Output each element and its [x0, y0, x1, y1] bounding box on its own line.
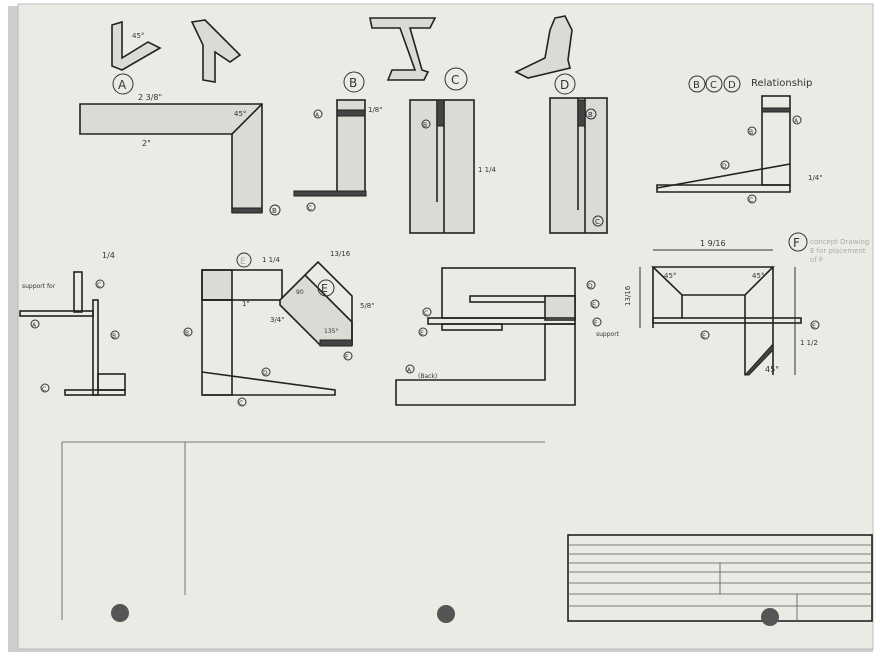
- callout: C: [424, 310, 428, 317]
- dim-text: 45°: [664, 272, 676, 280]
- callout: B: [588, 111, 593, 119]
- relationship-title: Relationship: [751, 78, 812, 89]
- view-label-e: E: [321, 282, 328, 295]
- callout: C: [308, 205, 312, 212]
- callout: B: [272, 207, 277, 215]
- callout: F: [594, 320, 598, 327]
- callout: E: [812, 323, 816, 330]
- view-label-c: C: [451, 73, 459, 87]
- dim-text: 3/4": [270, 316, 285, 324]
- punch-hole: [437, 605, 455, 623]
- view-bcd-relationship: B C D Relationship 1/4" A B D C: [656, 75, 823, 204]
- note-text: support for: [22, 283, 56, 290]
- callout: C: [97, 282, 101, 289]
- note-text: concept Drawing: [810, 238, 869, 246]
- callout: E: [420, 330, 424, 337]
- dim-text: 45°: [765, 365, 779, 374]
- dim-text: 45°: [132, 32, 144, 40]
- callout: E: [702, 333, 706, 340]
- note-text: E for placement: [810, 247, 866, 255]
- dim-text: 13/16: [624, 285, 632, 306]
- callout: C: [710, 80, 717, 91]
- callout: B: [185, 330, 189, 337]
- callout: C: [595, 218, 600, 226]
- callout: B: [693, 80, 700, 91]
- iso-sketch-c: [369, 17, 437, 81]
- dim-text: 135°: [324, 328, 338, 335]
- view-d: D B C: [549, 73, 608, 234]
- view-f: F concept Drawing E for placement of F 1…: [624, 232, 869, 376]
- callout: C: [749, 197, 753, 204]
- note-text: of F: [810, 256, 823, 264]
- drawing-frame: [61, 441, 545, 620]
- view-label-d: D: [560, 78, 569, 92]
- dim-text: 2 3/8": [138, 93, 162, 102]
- callout: C: [239, 400, 243, 407]
- callout: B: [112, 333, 116, 340]
- callout: E: [592, 302, 596, 309]
- dim-text: 90: [296, 289, 304, 296]
- dim-text: 1/8": [368, 106, 383, 114]
- callout: A: [794, 118, 799, 125]
- dim-text: 1 1/4: [478, 166, 496, 174]
- callout: D: [588, 283, 593, 290]
- iso-sketch-d: [514, 15, 573, 79]
- view-side: 1/4 support for A B C C: [19, 251, 126, 396]
- dim-text: 1 9/16: [700, 239, 726, 248]
- callout: C: [42, 386, 46, 393]
- view-top-l: 2 3/8" 2" 45° B: [79, 93, 281, 216]
- dim-text: 1/4": [808, 174, 823, 182]
- dim-text: 1 1/4: [262, 256, 280, 264]
- callout: F: [345, 354, 349, 361]
- callout: A: [407, 367, 412, 374]
- punch-hole: [761, 608, 779, 626]
- view-label-a: A: [118, 78, 127, 92]
- dim-text: 1": [242, 300, 250, 308]
- dim-text: 1 1/2: [800, 339, 818, 347]
- iso-sketch-a: A 45°: [111, 19, 242, 95]
- view-back: (Back) support A C E D E F: [395, 267, 620, 406]
- view-label-b: B: [349, 76, 357, 90]
- callout: A: [32, 322, 37, 329]
- dim-text: 45°: [752, 272, 764, 280]
- dim-text: 1/4: [102, 251, 115, 260]
- punch-hole: [111, 604, 129, 622]
- callout: D: [263, 370, 268, 377]
- view-e: 1 1/4 13/16 5/8" 3/4" 1" 135° 90 E E B D…: [183, 250, 375, 407]
- view-c: C B 1 1/4: [409, 67, 496, 234]
- note-text: (Back): [418, 373, 437, 380]
- callout: D: [722, 163, 727, 170]
- callout: D: [728, 80, 736, 91]
- callout: B: [423, 122, 427, 129]
- dim-text: 45°: [234, 110, 246, 118]
- title-block: [567, 534, 873, 622]
- dim-text: 5/8": [360, 302, 375, 310]
- dim-text: 2": [142, 139, 151, 148]
- view-b: B 1/8" A C: [293, 71, 383, 212]
- view-label-f: F: [793, 236, 800, 250]
- callout: B: [749, 129, 753, 136]
- note-text: support: [596, 331, 620, 338]
- view-label-e-faint: E: [240, 257, 246, 267]
- callout: A: [315, 112, 320, 119]
- dim-text: 13/16: [330, 250, 351, 258]
